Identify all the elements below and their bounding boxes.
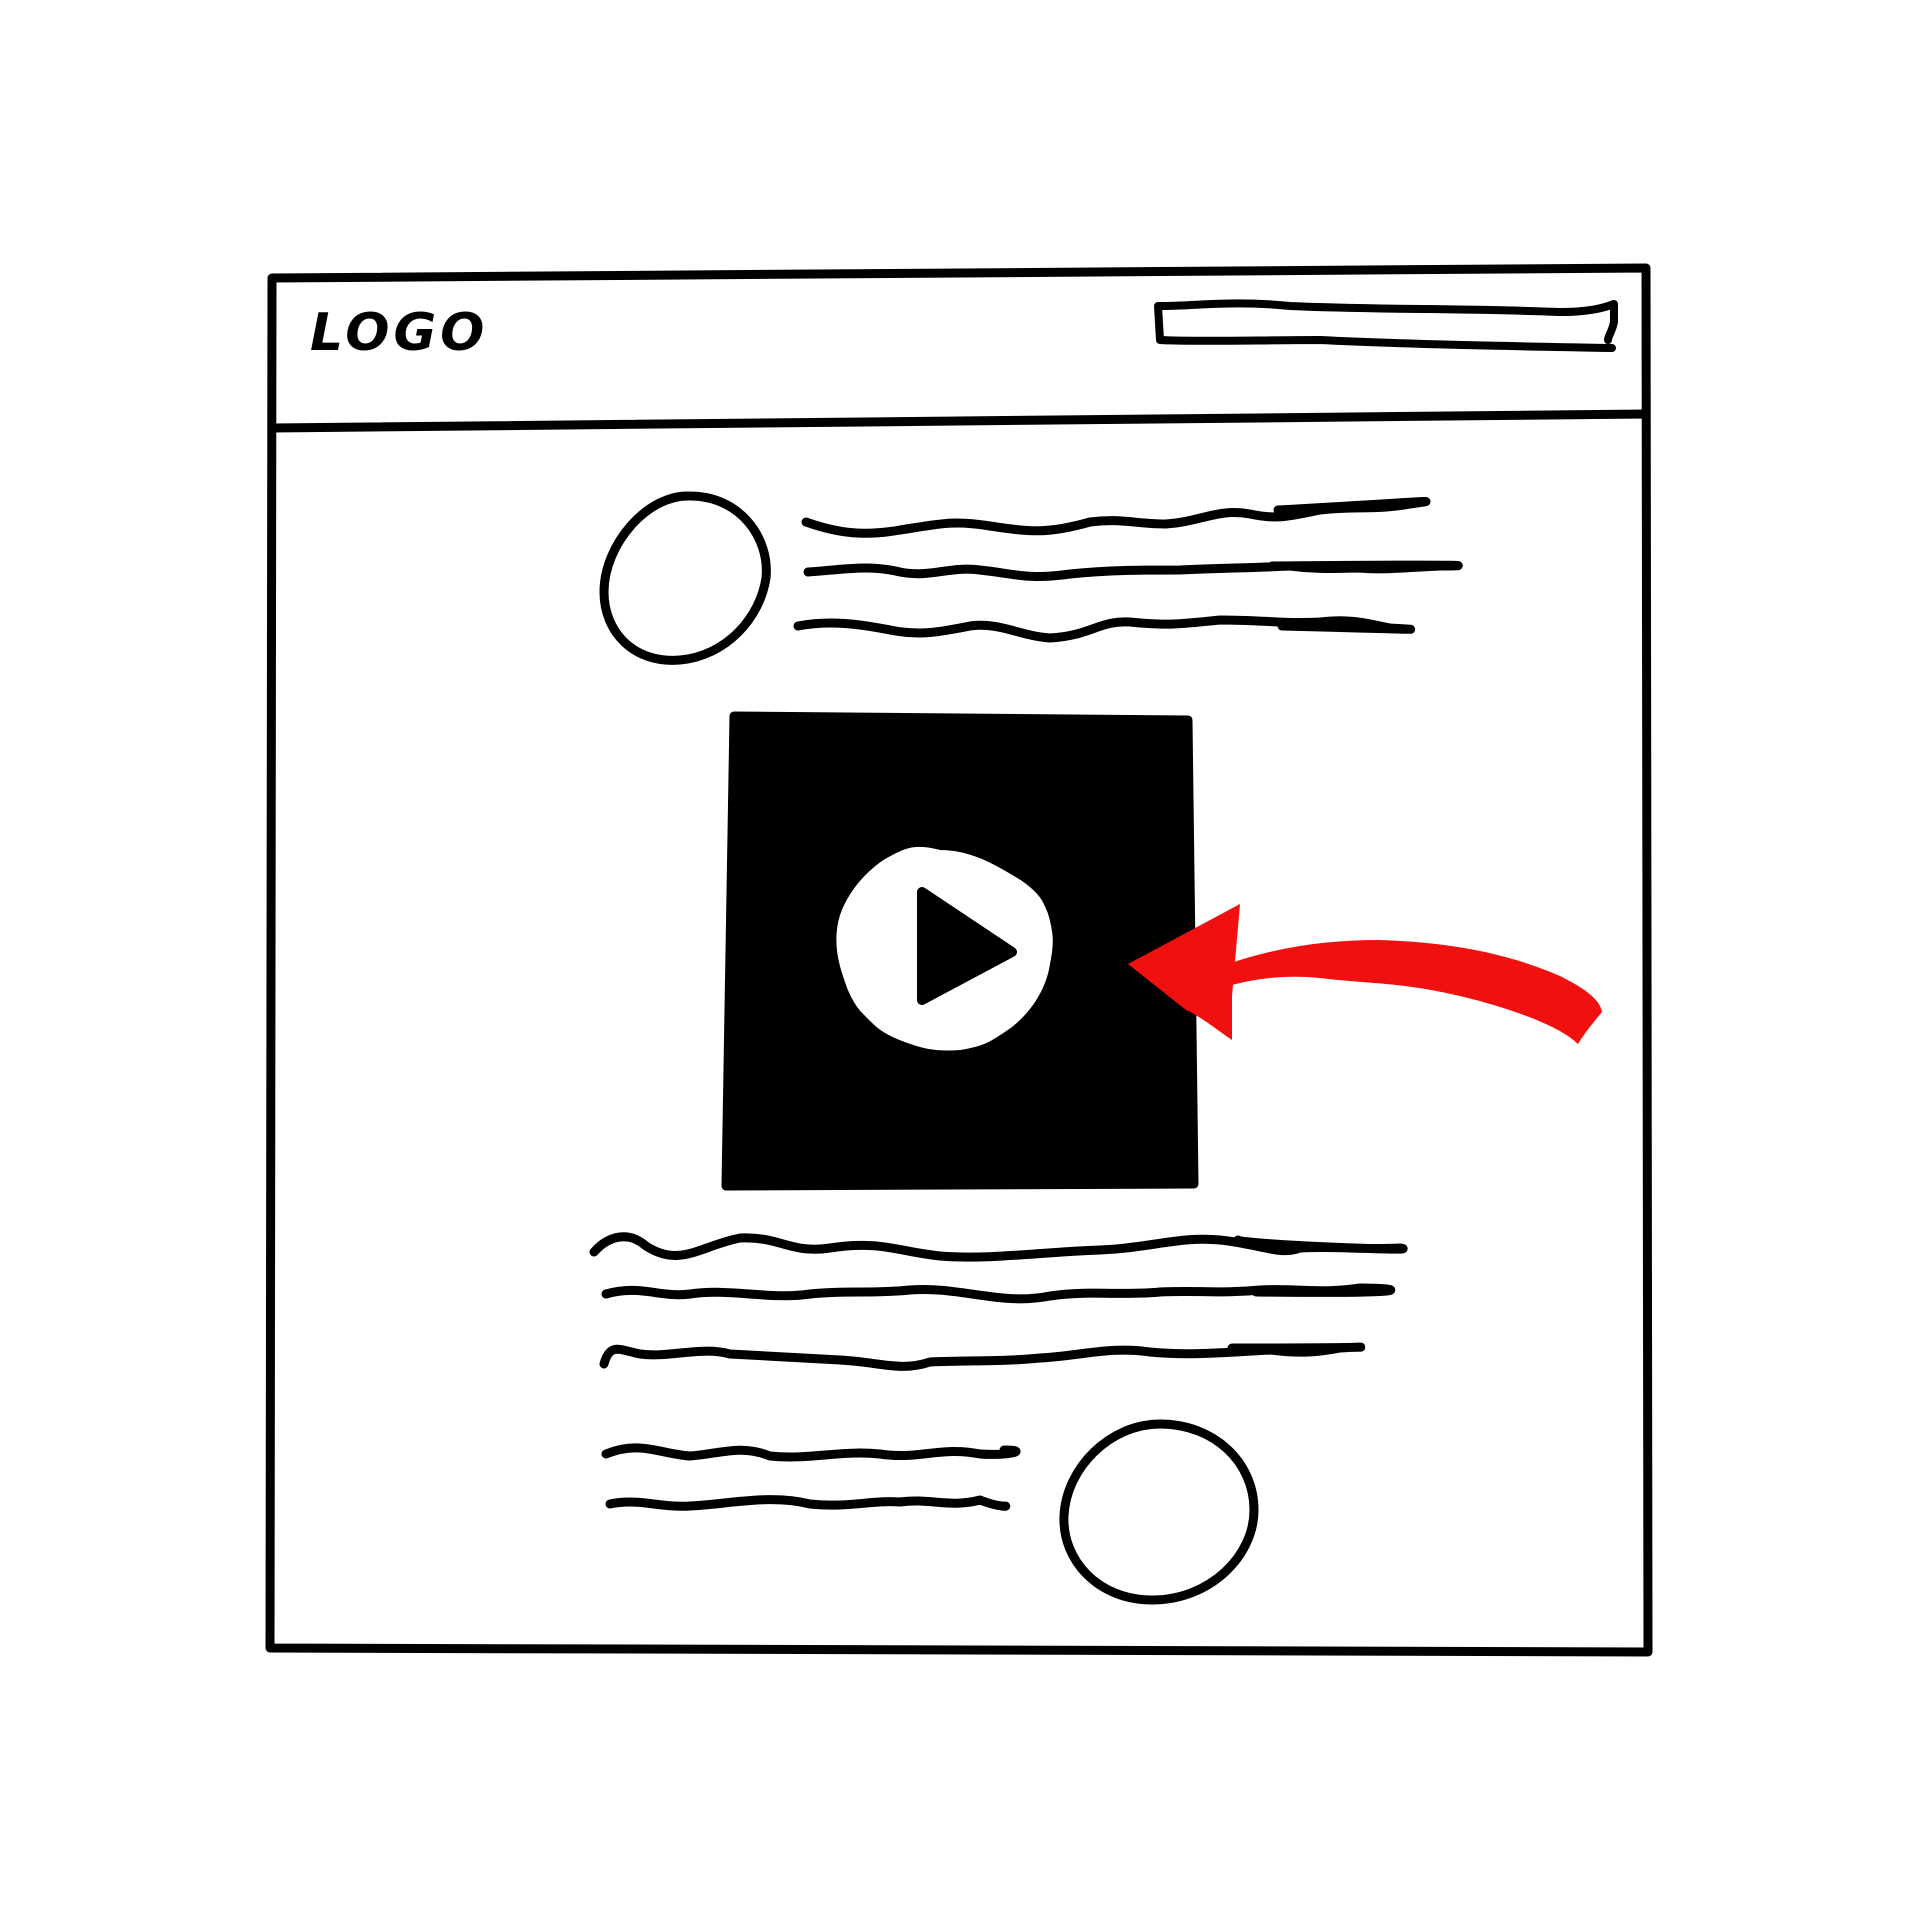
bottom-row (601, 1419, 1259, 1605)
author-text-line (803, 560, 1463, 582)
arrow-head (1128, 904, 1240, 1040)
content-image-placeholder[interactable] (1059, 1419, 1259, 1605)
author-row (599, 491, 1463, 665)
bottom-text-line (605, 1495, 1011, 1511)
author-text-line (801, 497, 1431, 538)
body-text (589, 1232, 1408, 1371)
header-bar: LOGO (267, 299, 1651, 433)
header-search-input[interactable] (1154, 299, 1618, 352)
video-player[interactable] (721, 711, 1199, 1191)
author-text-line (793, 615, 1415, 643)
body-text-line (599, 1342, 1365, 1371)
avatar[interactable] (599, 491, 771, 665)
header-divider (267, 409, 1651, 433)
bottom-text-line (601, 1443, 1021, 1462)
annotation-arrow (1128, 904, 1602, 1044)
logo[interactable]: LOGO (310, 303, 488, 363)
body-text-line (589, 1232, 1408, 1262)
body-text-line (601, 1283, 1396, 1304)
arrow-shaft (1228, 940, 1602, 1044)
browser-window (265, 263, 1653, 1657)
play-icon (917, 887, 1017, 1005)
